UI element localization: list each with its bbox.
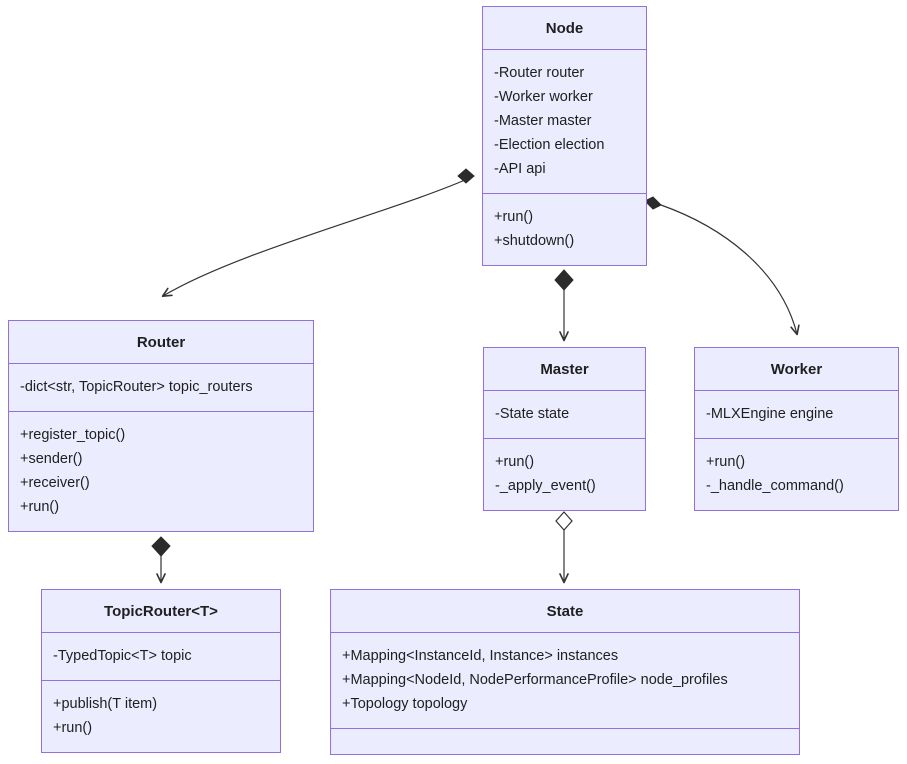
method-row: +receiver() [20,475,90,491]
class-methods-router: +register_topic() +sender() +receiver() … [9,412,313,531]
attribute-row: +Topology topology [342,696,468,712]
class-name-master: Master [484,348,645,391]
class-methods-state [331,729,799,754]
attribute-row: +Mapping<NodeId, NodePerformanceProfile>… [342,672,728,688]
class-methods-worker: +run() -_handle_command() [695,439,898,510]
class-attributes-router: -dict<str, TopicRouter> topic_routers [9,364,313,412]
edge-node-master [554,269,574,342]
class-name-worker: Worker [695,348,898,391]
class-name-topicrouter: TopicRouter<T> [42,590,280,633]
class-box-topicrouter[interactable]: TopicRouter<T> -TypedTopic<T> topic +pub… [41,589,281,753]
attribute-row: -dict<str, TopicRouter> topic_routers [20,379,253,395]
class-box-node[interactable]: Node -Router router -Worker worker -Mast… [482,6,647,266]
filled-diamond-marker [457,168,475,184]
method-row: +run() [494,209,534,225]
class-attributes-master: -State state [484,391,645,439]
class-methods-node: +run() +shutdown() [483,194,646,265]
method-row: -_apply_event() [495,478,596,494]
edge-node-worker [644,196,800,336]
attribute-row: -Worker worker [494,89,593,105]
class-attributes-worker: -MLXEngine engine [695,391,898,439]
method-row: -_handle_command() [706,478,844,494]
class-attributes-topicrouter: -TypedTopic<T> topic [42,633,280,681]
attribute-row: -Router router [494,65,585,81]
filled-diamond-marker [644,196,662,210]
edge-master-state [555,511,573,584]
attribute-row: -API api [494,161,546,177]
class-box-master[interactable]: Master -State state +run() -_apply_event… [483,347,646,511]
method-row: +run() [495,454,535,470]
class-methods-topicrouter: +publish(T item) +run() [42,681,280,752]
attribute-row: -State state [495,406,570,422]
class-name-state: State [331,590,799,633]
method-row: +register_topic() [20,427,126,443]
class-attributes-state: +Mapping<InstanceId, Instance> instances… [331,633,799,729]
method-row: +sender() [20,451,83,467]
method-row: +publish(T item) [53,696,158,712]
filled-diamond-marker [151,536,171,557]
attribute-row: -MLXEngine engine [706,406,834,422]
edge-router-topicrouter [151,536,171,584]
attribute-row: -Master master [494,113,592,129]
class-box-state[interactable]: State +Mapping<InstanceId, Instance> ins… [330,589,800,755]
class-attributes-node: -Router router -Worker worker -Master ma… [483,50,646,194]
hollow-diamond-marker [555,511,573,531]
class-name-node: Node [483,7,646,50]
class-box-router[interactable]: Router -dict<str, TopicRouter> topic_rou… [8,320,314,532]
filled-diamond-marker [554,269,574,291]
method-row: +run() [53,720,93,736]
method-row: +shutdown() [494,233,575,249]
class-methods-master: +run() -_apply_event() [484,439,645,510]
method-row: +run() [706,454,746,470]
attribute-row: +Mapping<InstanceId, Instance> instances [342,648,619,664]
class-name-router: Router [9,321,313,364]
attribute-row: -TypedTopic<T> topic [53,648,192,664]
edge-node-router [161,168,475,298]
method-row: +run() [20,499,60,515]
attribute-row: -Election election [494,137,605,153]
class-box-worker[interactable]: Worker -MLXEngine engine +run() -_handle… [694,347,899,511]
